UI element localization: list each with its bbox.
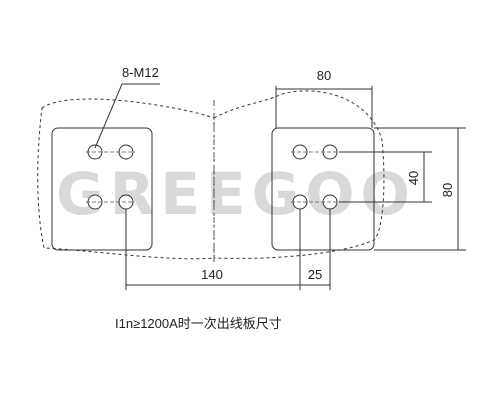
hole-centerlines bbox=[86, 151, 339, 203]
left-terminal-plate bbox=[51, 127, 153, 251]
plate-width-label: 80 bbox=[317, 68, 331, 83]
hole-pitch-horizontal-label: 25 bbox=[308, 267, 322, 282]
hole-callout-leader bbox=[94, 83, 123, 149]
watermark-logo: GREEGOO bbox=[56, 160, 416, 228]
left-housing-outline bbox=[37, 98, 215, 260]
right-housing-outline bbox=[213, 90, 385, 259]
hole-pitch-vertical-label: 40 bbox=[406, 171, 421, 185]
plate-height-dimension bbox=[374, 127, 466, 251]
bottom-extension-lines bbox=[125, 209, 331, 290]
left-offset-label: 140 bbox=[201, 267, 223, 282]
plate-width-dimension bbox=[275, 86, 373, 128]
plate-height-label: 80 bbox=[440, 183, 455, 197]
hole-callout-label: 8-M12 bbox=[122, 65, 159, 80]
hole-pitch-vertical-dimension bbox=[339, 151, 432, 203]
drawing-caption: I1n≥1200A时一次出线板尺寸 bbox=[115, 316, 282, 331]
right-terminal-plate bbox=[271, 127, 375, 251]
